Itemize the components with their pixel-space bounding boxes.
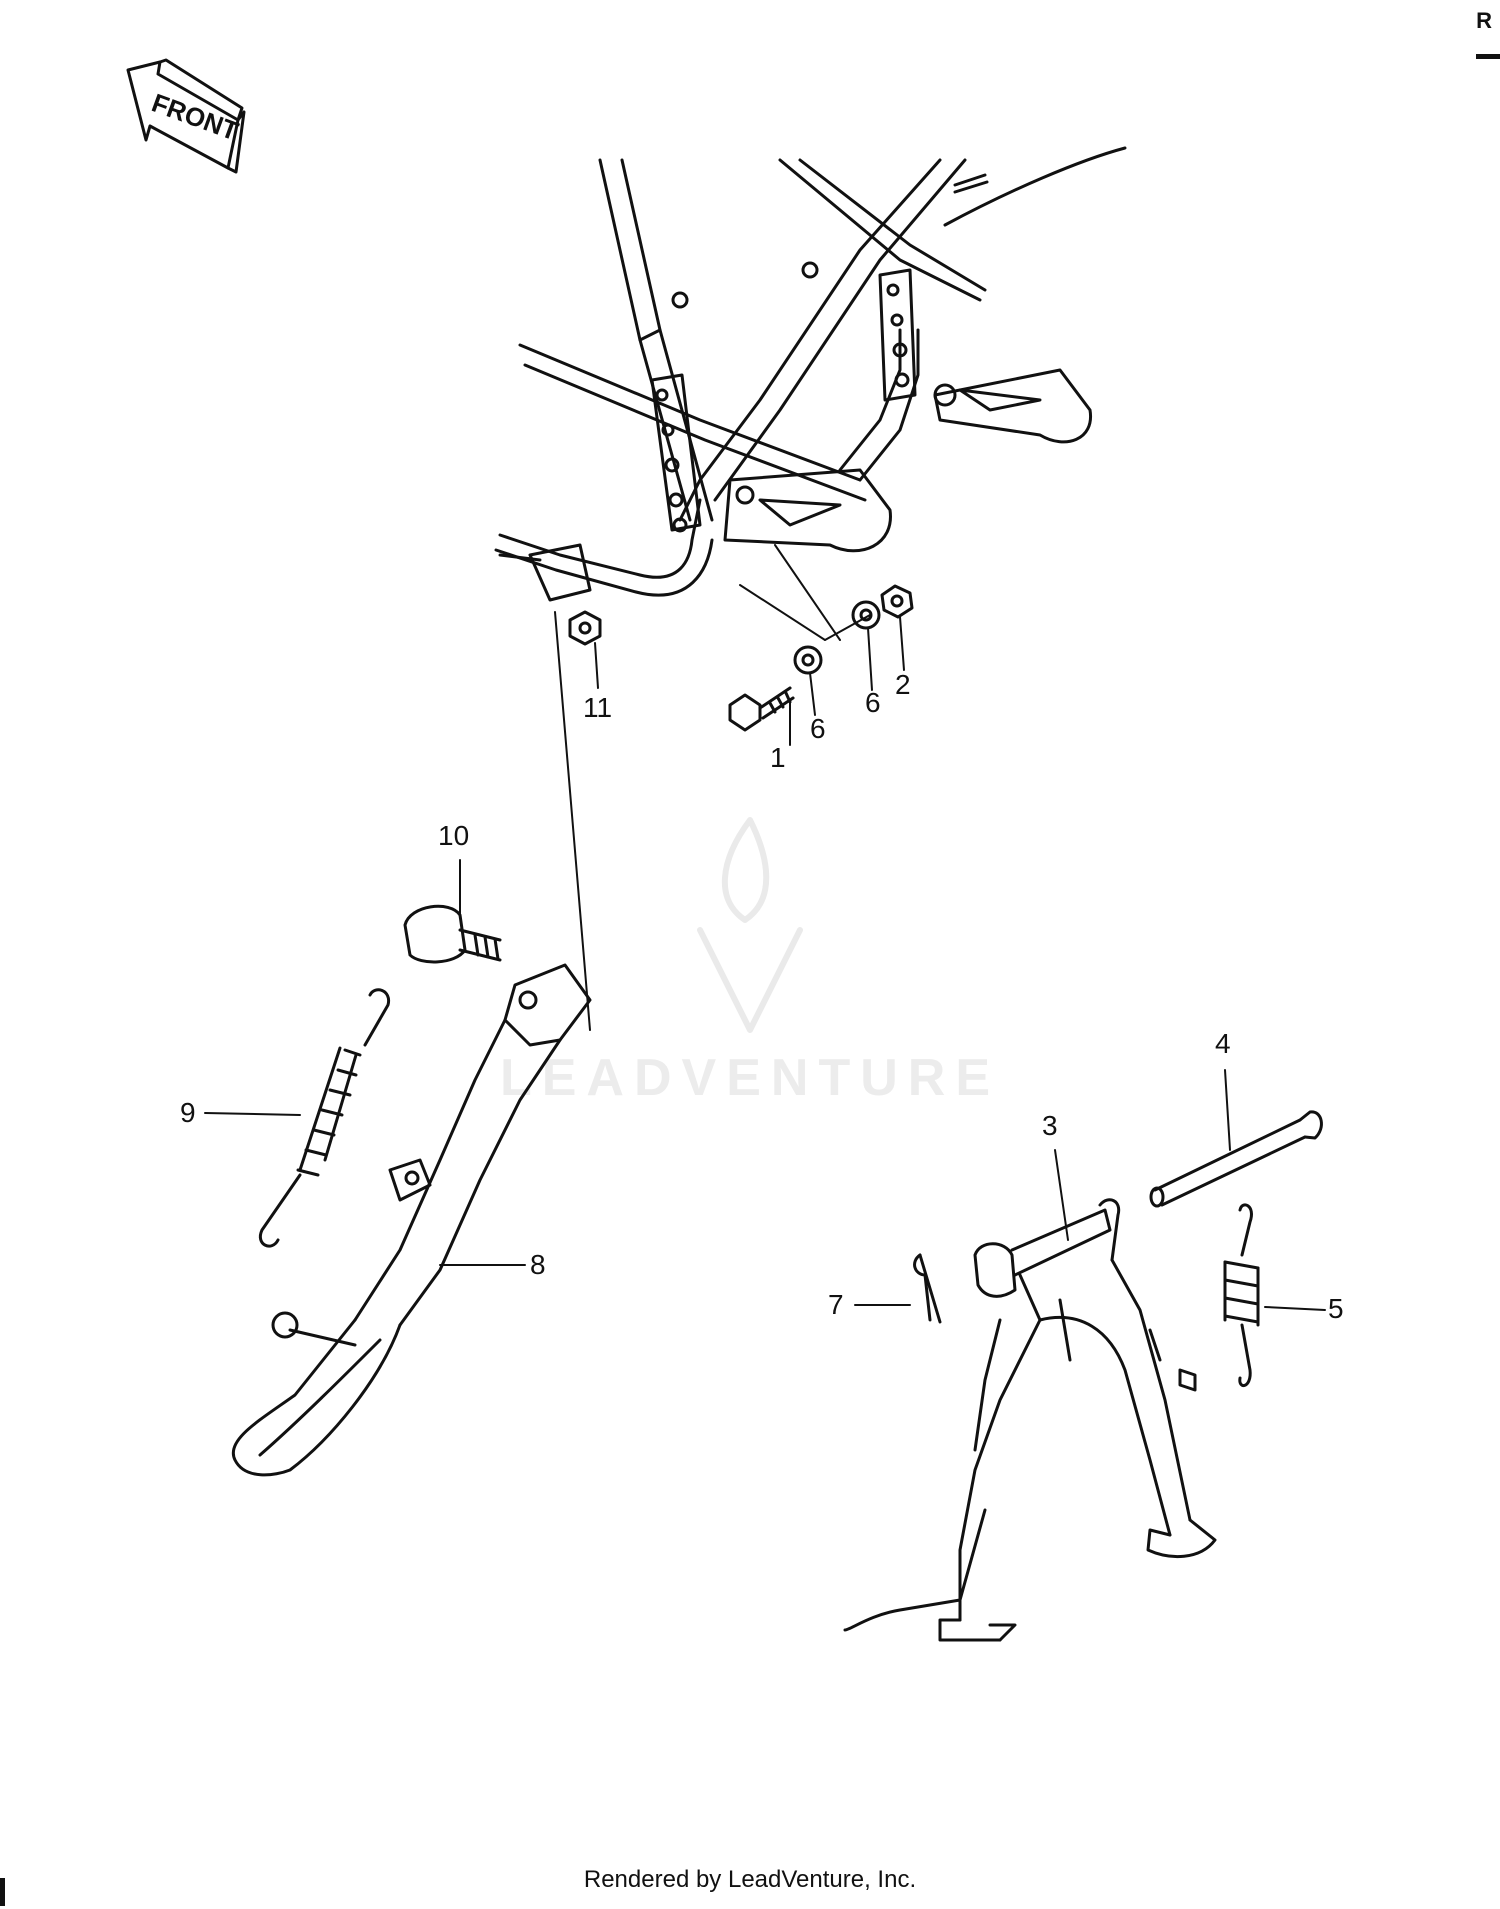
- callout-5: 5: [1328, 1293, 1344, 1324]
- corner-bar: [1476, 54, 1500, 59]
- callout-11: 11: [583, 692, 612, 723]
- part-9-spring: [258, 988, 391, 1248]
- part-5-spring: [1223, 1203, 1260, 1387]
- callout-6-right: 6: [865, 687, 881, 718]
- footer-credit: Rendered by LeadVenture, Inc.: [583, 1866, 917, 1893]
- callout-9: 9: [180, 1097, 196, 1128]
- part-3-center-stand: [843, 1198, 1217, 1642]
- part-6-washer-b: [851, 600, 881, 630]
- callout-3: 3: [1042, 1110, 1058, 1141]
- callout-6-left: 6: [810, 713, 826, 744]
- callout-1: 1: [770, 742, 786, 773]
- watermark-text: LEADVENTURE: [499, 1049, 1001, 1107]
- callout-2: 2: [895, 669, 911, 700]
- callout-8: 8: [530, 1249, 546, 1280]
- part-4-pin: [1149, 1110, 1323, 1208]
- part-6-washer-a: [793, 645, 823, 675]
- part-2-nut: [880, 584, 914, 619]
- frame: [494, 146, 1127, 602]
- watermark-logo: [697, 817, 803, 1033]
- front-arrow: FRONT: [126, 58, 246, 174]
- callout-4: 4: [1215, 1028, 1231, 1059]
- part-10-pivot-bolt: [403, 904, 502, 964]
- corner-label: R: [1476, 8, 1492, 33]
- callout-7: 7: [828, 1289, 844, 1320]
- left-edge-mark: [0, 1878, 5, 1906]
- part-7-cotter-pin: [913, 1253, 942, 1324]
- part-11-nut: [568, 610, 602, 646]
- callout-10: 10: [438, 820, 469, 851]
- part-8-side-stand: [231, 963, 592, 1477]
- part-1-bolt: [728, 686, 795, 732]
